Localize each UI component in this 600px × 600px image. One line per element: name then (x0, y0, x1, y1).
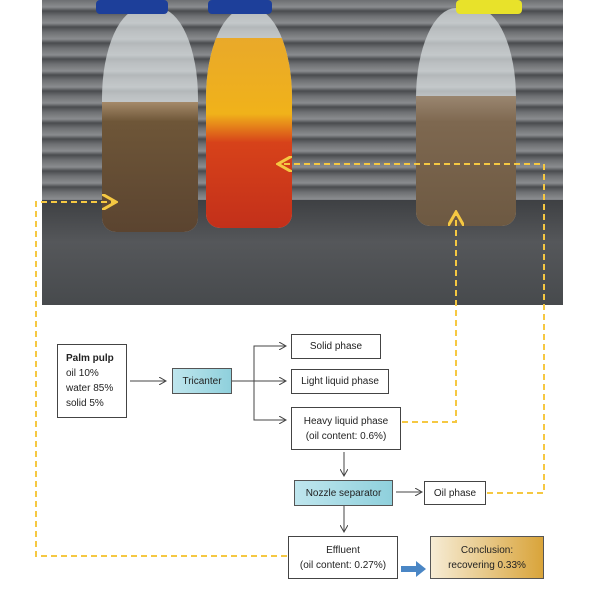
heavy-liquid-phase-box: Heavy liquid phase (oil content: 0.6%) (291, 407, 401, 450)
effluent-label: Effluent (326, 544, 360, 556)
solid-phase-box: Solid phase (291, 334, 381, 359)
oil-phase-box: Oil phase (424, 481, 486, 505)
palm-pulp-title: Palm pulp (66, 353, 114, 364)
effluent-box: Effluent (oil content: 0.27%) (288, 536, 398, 579)
heavy-liquid-oil-content: (oil content: 0.6%) (305, 430, 387, 442)
solid-phase-label: Solid phase (309, 341, 363, 352)
bottle-effluent-sample (102, 8, 198, 232)
palm-pulp-solid: solid 5% (66, 398, 104, 409)
light-liquid-phase-label: Light liquid phase (301, 376, 379, 387)
dashed-link-heavy-to-bottle (402, 212, 456, 423)
bottle-cap-yellow (456, 0, 522, 14)
heavy-liquid-phase-label: Heavy liquid phase (303, 415, 389, 427)
sample-bottles-photo (42, 0, 563, 305)
palm-pulp-box: Palm pulp oil 10% water 85% solid 5% (57, 344, 127, 418)
light-liquid-phase-box: Light liquid phase (291, 369, 389, 394)
tricanter-label: Tricanter (182, 375, 222, 387)
bottle-cap-blue (208, 0, 272, 14)
result-arrow (401, 561, 426, 577)
bottle-heavy-liquid-sample (416, 8, 516, 226)
bottle-oil-sample (206, 8, 292, 228)
bottle-cap-blue (96, 0, 168, 14)
conclusion-label: Conclusion: (460, 544, 514, 556)
nozzle-separator-label: Nozzle separator (305, 487, 382, 499)
dashed-link-oil-to-bottle (278, 164, 545, 494)
conclusion-box: Conclusion: recovering 0.33% (430, 536, 544, 579)
palm-pulp-oil: oil 10% (66, 368, 99, 379)
oil-phase-label: Oil phase (433, 487, 477, 499)
effluent-oil-content: (oil content: 0.27%) (299, 559, 387, 571)
arrow-tricanter-to-heavy (253, 381, 286, 420)
palm-pulp-water: water 85% (66, 383, 114, 394)
conclusion-detail: recovering 0.33% (448, 559, 526, 571)
tricanter-box: Tricanter (172, 368, 232, 394)
nozzle-separator-box: Nozzle separator (294, 480, 393, 506)
dashed-link-effluent-to-bottle (35, 202, 287, 557)
arrow-tricanter-to-solid (253, 346, 286, 381)
